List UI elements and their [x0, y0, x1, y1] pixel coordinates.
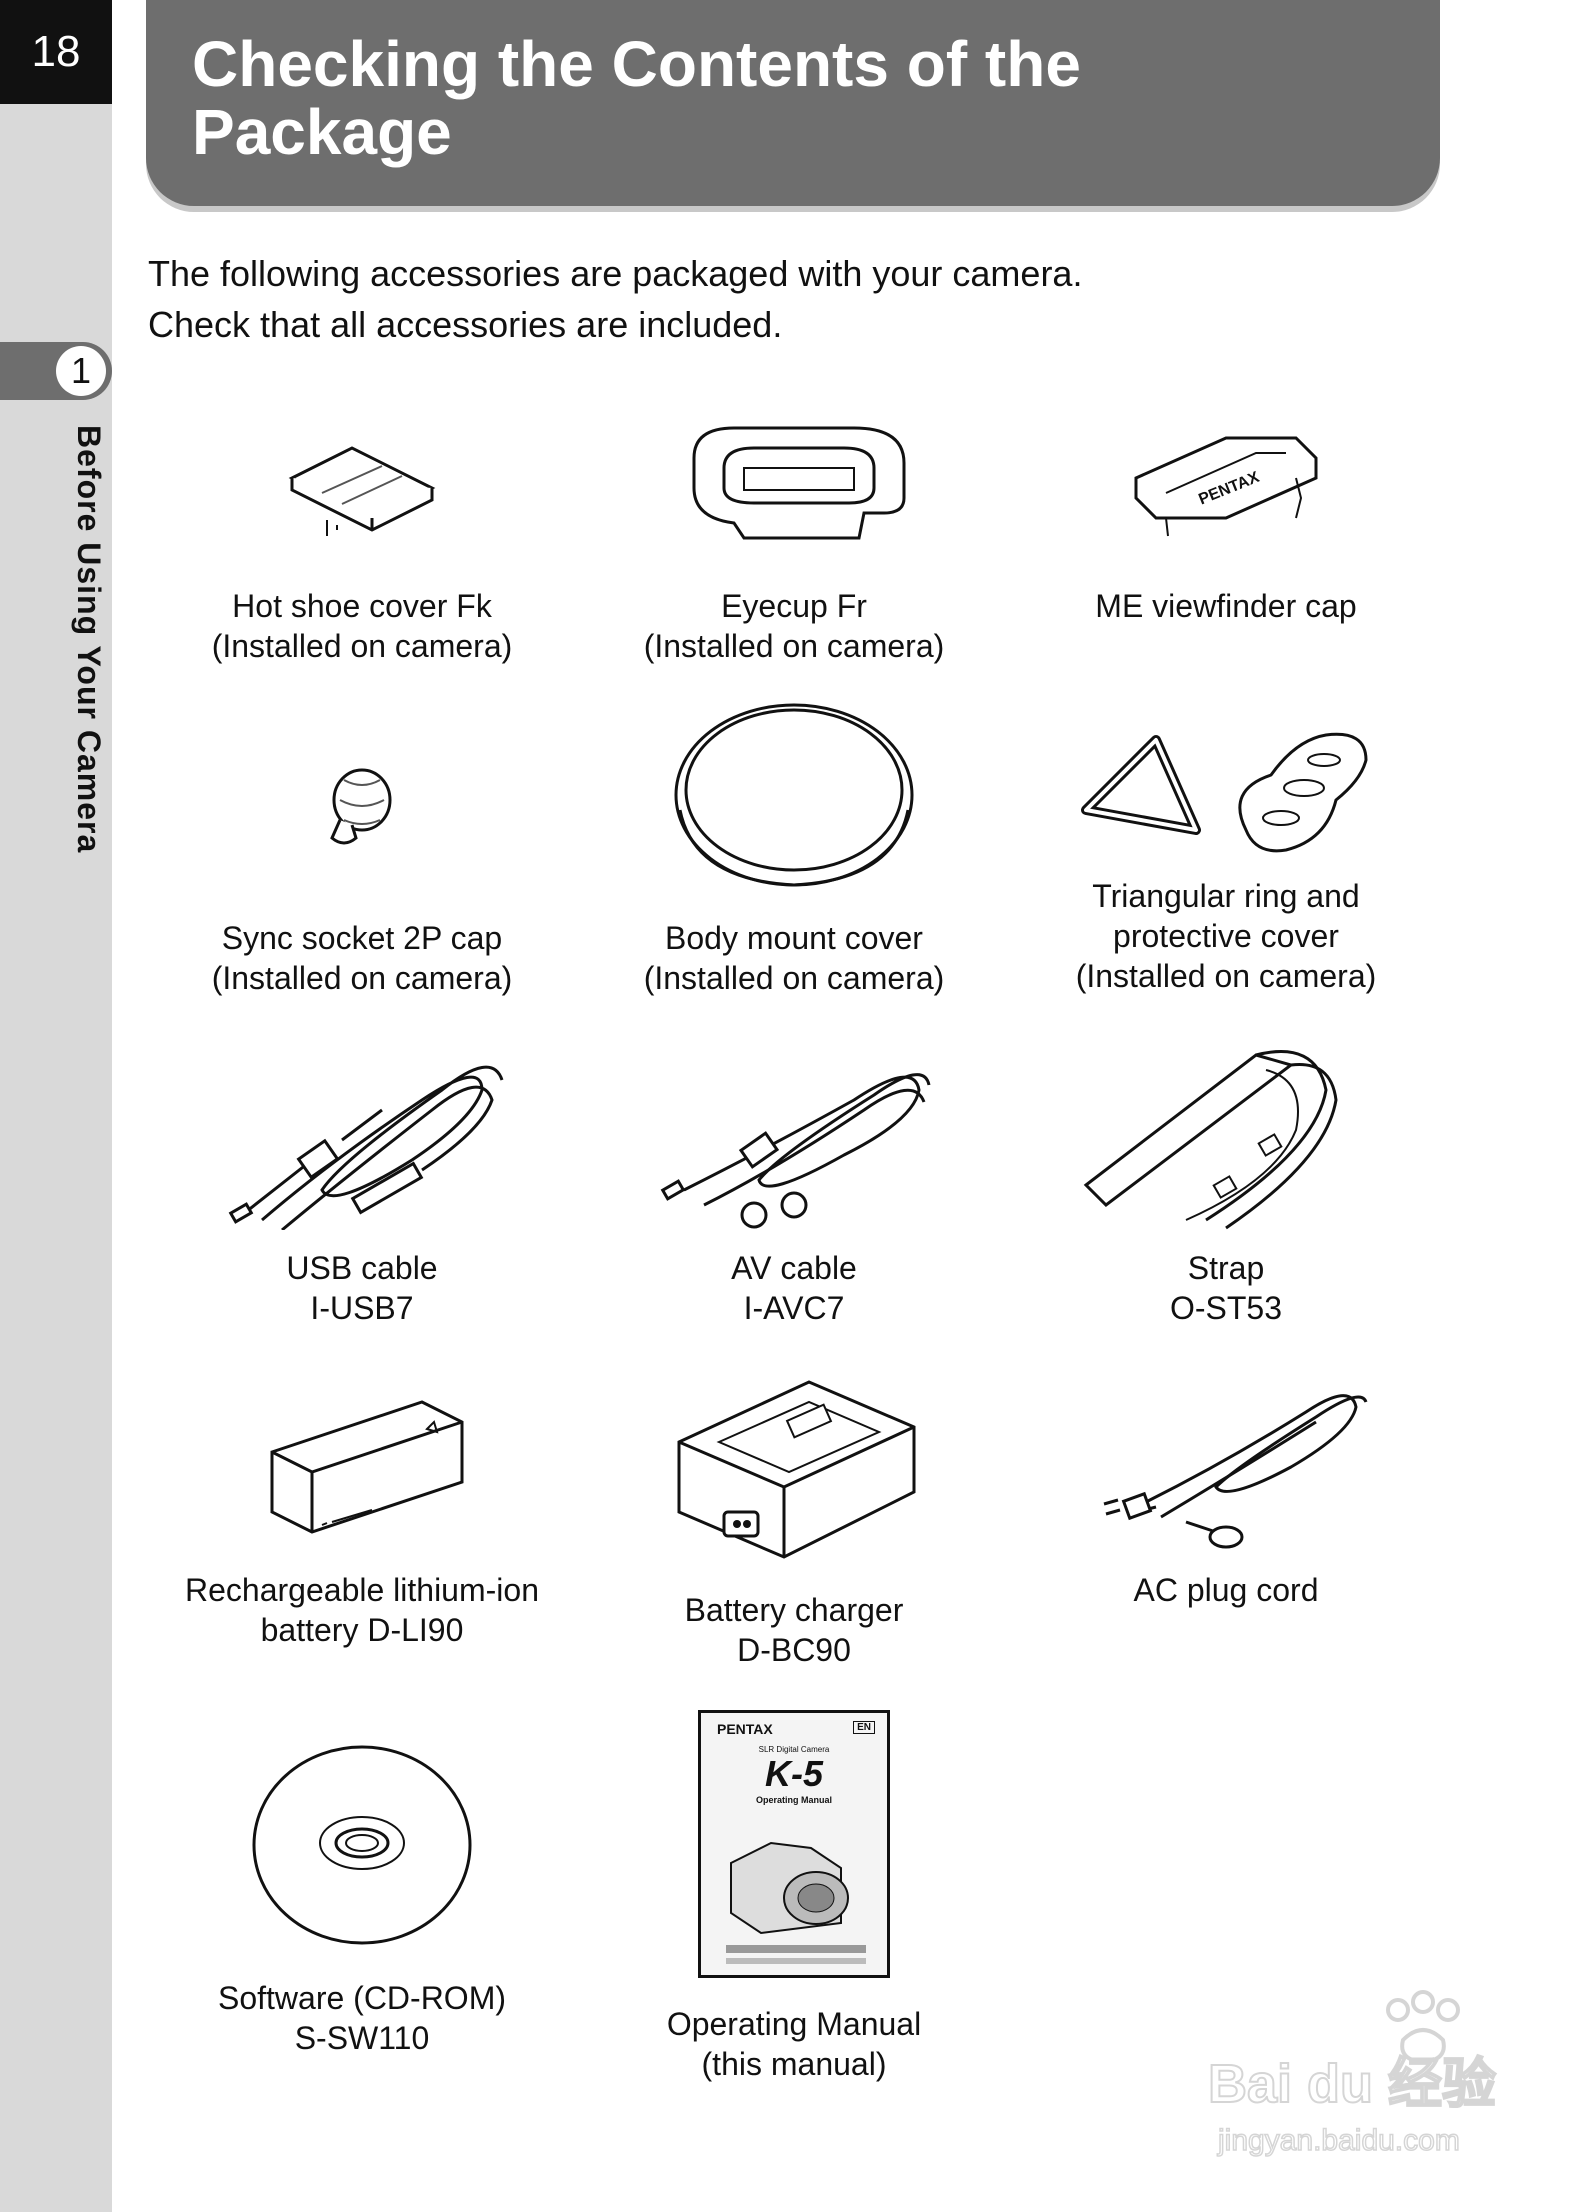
manual-brand: PENTAX: [717, 1721, 773, 1737]
item-label-line: protective cover: [1113, 918, 1339, 954]
item-label-line: O-ST53: [1169, 1290, 1283, 1326]
item-label: AC plug cord: [1134, 1570, 1319, 1610]
baidu-paw-icon: Bai du 经验 jingyan.baidu.com: [1207, 1990, 1497, 2158]
item-label-line: Operating Manual: [666, 2006, 922, 2042]
item-strap: Strap O-ST53: [1016, 1040, 1436, 1328]
item-label: Operating Manual (this manual): [667, 2004, 921, 2084]
item-label: Software (CD-ROM) S-SW110: [218, 1978, 506, 2058]
chapter-number: 1: [56, 346, 106, 396]
item-label-line: battery D-LI90: [260, 1612, 464, 1648]
item-label: Sync socket 2P cap (Installed on camera): [212, 918, 513, 998]
av-cable-icon: [660, 1073, 931, 1229]
item-label-line: S-SW110: [294, 2020, 430, 2056]
item-label-line: I-USB7: [310, 1290, 414, 1326]
watermark-brand: Bai du 经验: [1208, 2054, 1496, 2114]
intro-line-2: Check that all accessories are included.: [148, 304, 783, 345]
item-label-line: USB cable: [286, 1250, 438, 1286]
watermark-url: jingyan.baidu.com: [1217, 2124, 1460, 2157]
page-title-line-2: Package: [192, 96, 452, 168]
item-label: USB cable I-USB7: [286, 1248, 437, 1328]
item-label: Battery charger D-BC90: [685, 1590, 904, 1670]
item-label: Hot shoe cover Fk (Installed on camera): [212, 586, 513, 666]
item-label: Eyecup Fr (Installed on camera): [644, 586, 945, 666]
item-hot-shoe-cover: Hot shoe cover Fk (Installed on camera): [152, 418, 572, 666]
battery-icon: [270, 1400, 464, 1534]
item-eyecup: Eyecup Fr (Installed on camera): [584, 418, 1004, 666]
item-label-line: Strap: [1187, 1250, 1265, 1286]
side-strip: [0, 0, 112, 2212]
intro-text: The following accessories are packaged w…: [148, 248, 1408, 350]
hot-shoe-cover-icon: [288, 446, 436, 536]
viewfinder-cap-icon: PENTAX: [1134, 436, 1318, 537]
item-battery-charger: Battery charger D-BC90: [584, 1362, 1004, 1670]
item-label-line: (this manual): [701, 2046, 887, 2082]
item-battery: Rechargeable lithium-ion battery D-LI90: [152, 1372, 572, 1650]
item-label-line: ME viewfinder cap: [1095, 588, 1357, 624]
item-label-line: (Installed on camera): [211, 628, 513, 664]
item-sync-socket-cap: Sync socket 2P cap (Installed on camera): [152, 720, 572, 998]
item-label-line: (Installed on camera): [1075, 958, 1377, 994]
item-label-line: Sync socket 2P cap: [221, 920, 503, 956]
item-label-line: Battery charger: [684, 1592, 904, 1628]
usb-cable-icon: [228, 1065, 504, 1230]
item-label-line: AC plug cord: [1133, 1572, 1319, 1608]
ac-plug-cord-icon: [1103, 1394, 1368, 1549]
intro-line-1: The following accessories are packaged w…: [148, 253, 1083, 294]
item-label: Triangular ring and protective cover (In…: [1076, 876, 1377, 996]
item-label: Rechargeable lithium-ion battery D-LI90: [185, 1570, 539, 1650]
operating-manual-icon: PENTAX EN SLR Digital Camera K-5 Operati…: [698, 1710, 890, 1978]
triangular-ring-icon: [1081, 732, 1368, 853]
item-label: ME viewfinder cap: [1095, 586, 1356, 626]
item-label-line: (Installed on camera): [211, 960, 513, 996]
item-label: Body mount cover (Installed on camera): [644, 918, 945, 998]
item-label: AV cable I-AVC7: [731, 1248, 857, 1328]
manual-heading: Operating Manual: [755, 1795, 832, 1805]
title-banner: [146, 0, 1440, 206]
page-title-line-1: Checking the Contents of the: [192, 28, 1081, 100]
item-software-cd: Software (CD-ROM) S-SW110: [152, 1740, 572, 2058]
item-label-line: Eyecup Fr: [721, 588, 867, 624]
item-label-line: Triangular ring and: [1092, 878, 1360, 914]
manual-subtitle: SLR Digital Camera: [758, 1745, 830, 1754]
chapter-title: Before Using Your Camera: [71, 425, 107, 854]
item-label-line: Body mount cover: [665, 920, 923, 956]
item-operating-manual: PENTAX EN SLR Digital Camera K-5 Operati…: [584, 1710, 1004, 2084]
baidu-watermark: Bai du 经验 jingyan.baidu.com: [1207, 1990, 1548, 2160]
chapter-number-text: 1: [70, 350, 92, 391]
item-label-line: AV cable: [731, 1250, 857, 1286]
item-label-line: Rechargeable lithium-ion: [185, 1572, 539, 1608]
manual-model: K-5: [764, 1753, 823, 1794]
item-label-line: Software (CD-ROM): [217, 1980, 506, 2016]
item-label-line: D-BC90: [737, 1632, 851, 1668]
item-triangular-ring: Triangular ring and protective cover (In…: [1016, 720, 1436, 996]
page-title: Checking the Contents of the Package: [192, 30, 1372, 166]
cd-rom-icon: [252, 1745, 472, 1945]
manual-language-badge: EN: [853, 1721, 875, 1734]
item-body-mount-cover: Body mount cover (Installed on camera): [584, 700, 1004, 998]
item-label: Strap O-ST53: [1170, 1248, 1282, 1328]
manual-camera-illustration: [726, 1841, 866, 1964]
eyecup-icon: [692, 426, 906, 540]
item-label-line: (Installed on camera): [643, 960, 945, 996]
item-label-line: (Installed on camera): [643, 628, 945, 664]
sync-socket-cap-icon: [330, 768, 392, 845]
item-label-line: I-AVC7: [743, 1290, 845, 1326]
strap-icon: [1083, 1050, 1338, 1230]
item-ac-plug-cord: AC plug cord: [1016, 1372, 1436, 1610]
item-me-viewfinder-cap: PENTAX ME viewfinder cap: [1016, 418, 1436, 626]
item-usb-cable: USB cable I-USB7: [152, 1040, 572, 1328]
page-number: 18: [0, 0, 112, 104]
page-number-text: 18: [31, 27, 81, 76]
item-av-cable: AV cable I-AVC7: [584, 1040, 1004, 1328]
battery-charger-icon: [677, 1380, 916, 1559]
item-label-line: Hot shoe cover Fk: [232, 588, 492, 624]
body-mount-cover-icon: [674, 703, 914, 887]
